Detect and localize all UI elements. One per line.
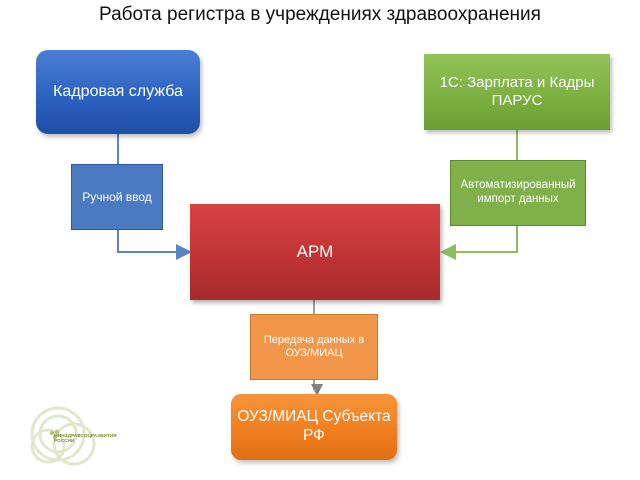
page-title: Работа регистра в учреждениях здравоохра… bbox=[99, 4, 541, 25]
node-arm: АРМ bbox=[190, 204, 440, 300]
manual-input-label: Ручной ввод bbox=[82, 189, 152, 204]
automated-import-label: Автоматизированный импорт данных bbox=[460, 179, 576, 205]
logo-rings-icon bbox=[30, 406, 96, 466]
label-data-transfer: Передача данных в ОУЗ/МИАЦ bbox=[250, 314, 378, 380]
label-manual-input: Ручной ввод bbox=[71, 164, 163, 230]
logo-text-line2: РОССИИ bbox=[54, 438, 75, 444]
logo-text-line1: МИНЗДРАВСОЦРАЗВИТИЯ bbox=[54, 433, 117, 438]
node-ouz-miac: ОУЗ/МИАЦ Субъекта РФ bbox=[231, 394, 397, 460]
data-transfer-label: Передача данных в ОУЗ/МИАЦ bbox=[263, 333, 365, 359]
logo-text: МИНЗДРАВСОЦРАЗВИТИЯ РОССИИ bbox=[54, 433, 117, 444]
node-arm-label: АРМ bbox=[296, 241, 334, 261]
node-kadrovaya-sluzhba: Кадровая служба bbox=[36, 50, 200, 134]
node-kadrovaya-label: Кадровая служба bbox=[53, 83, 183, 101]
node-1c-zarplata-parus: 1С: Зарплата и Кадры ПАРУС bbox=[424, 54, 610, 130]
label-automated-import: Автоматизированный импорт данных bbox=[450, 160, 586, 226]
node-ouz-label: ОУЗ/МИАЦ Субъекта РФ bbox=[237, 408, 391, 444]
node-zarplata-label: 1С: Зарплата и Кадры ПАРУС bbox=[439, 74, 595, 109]
